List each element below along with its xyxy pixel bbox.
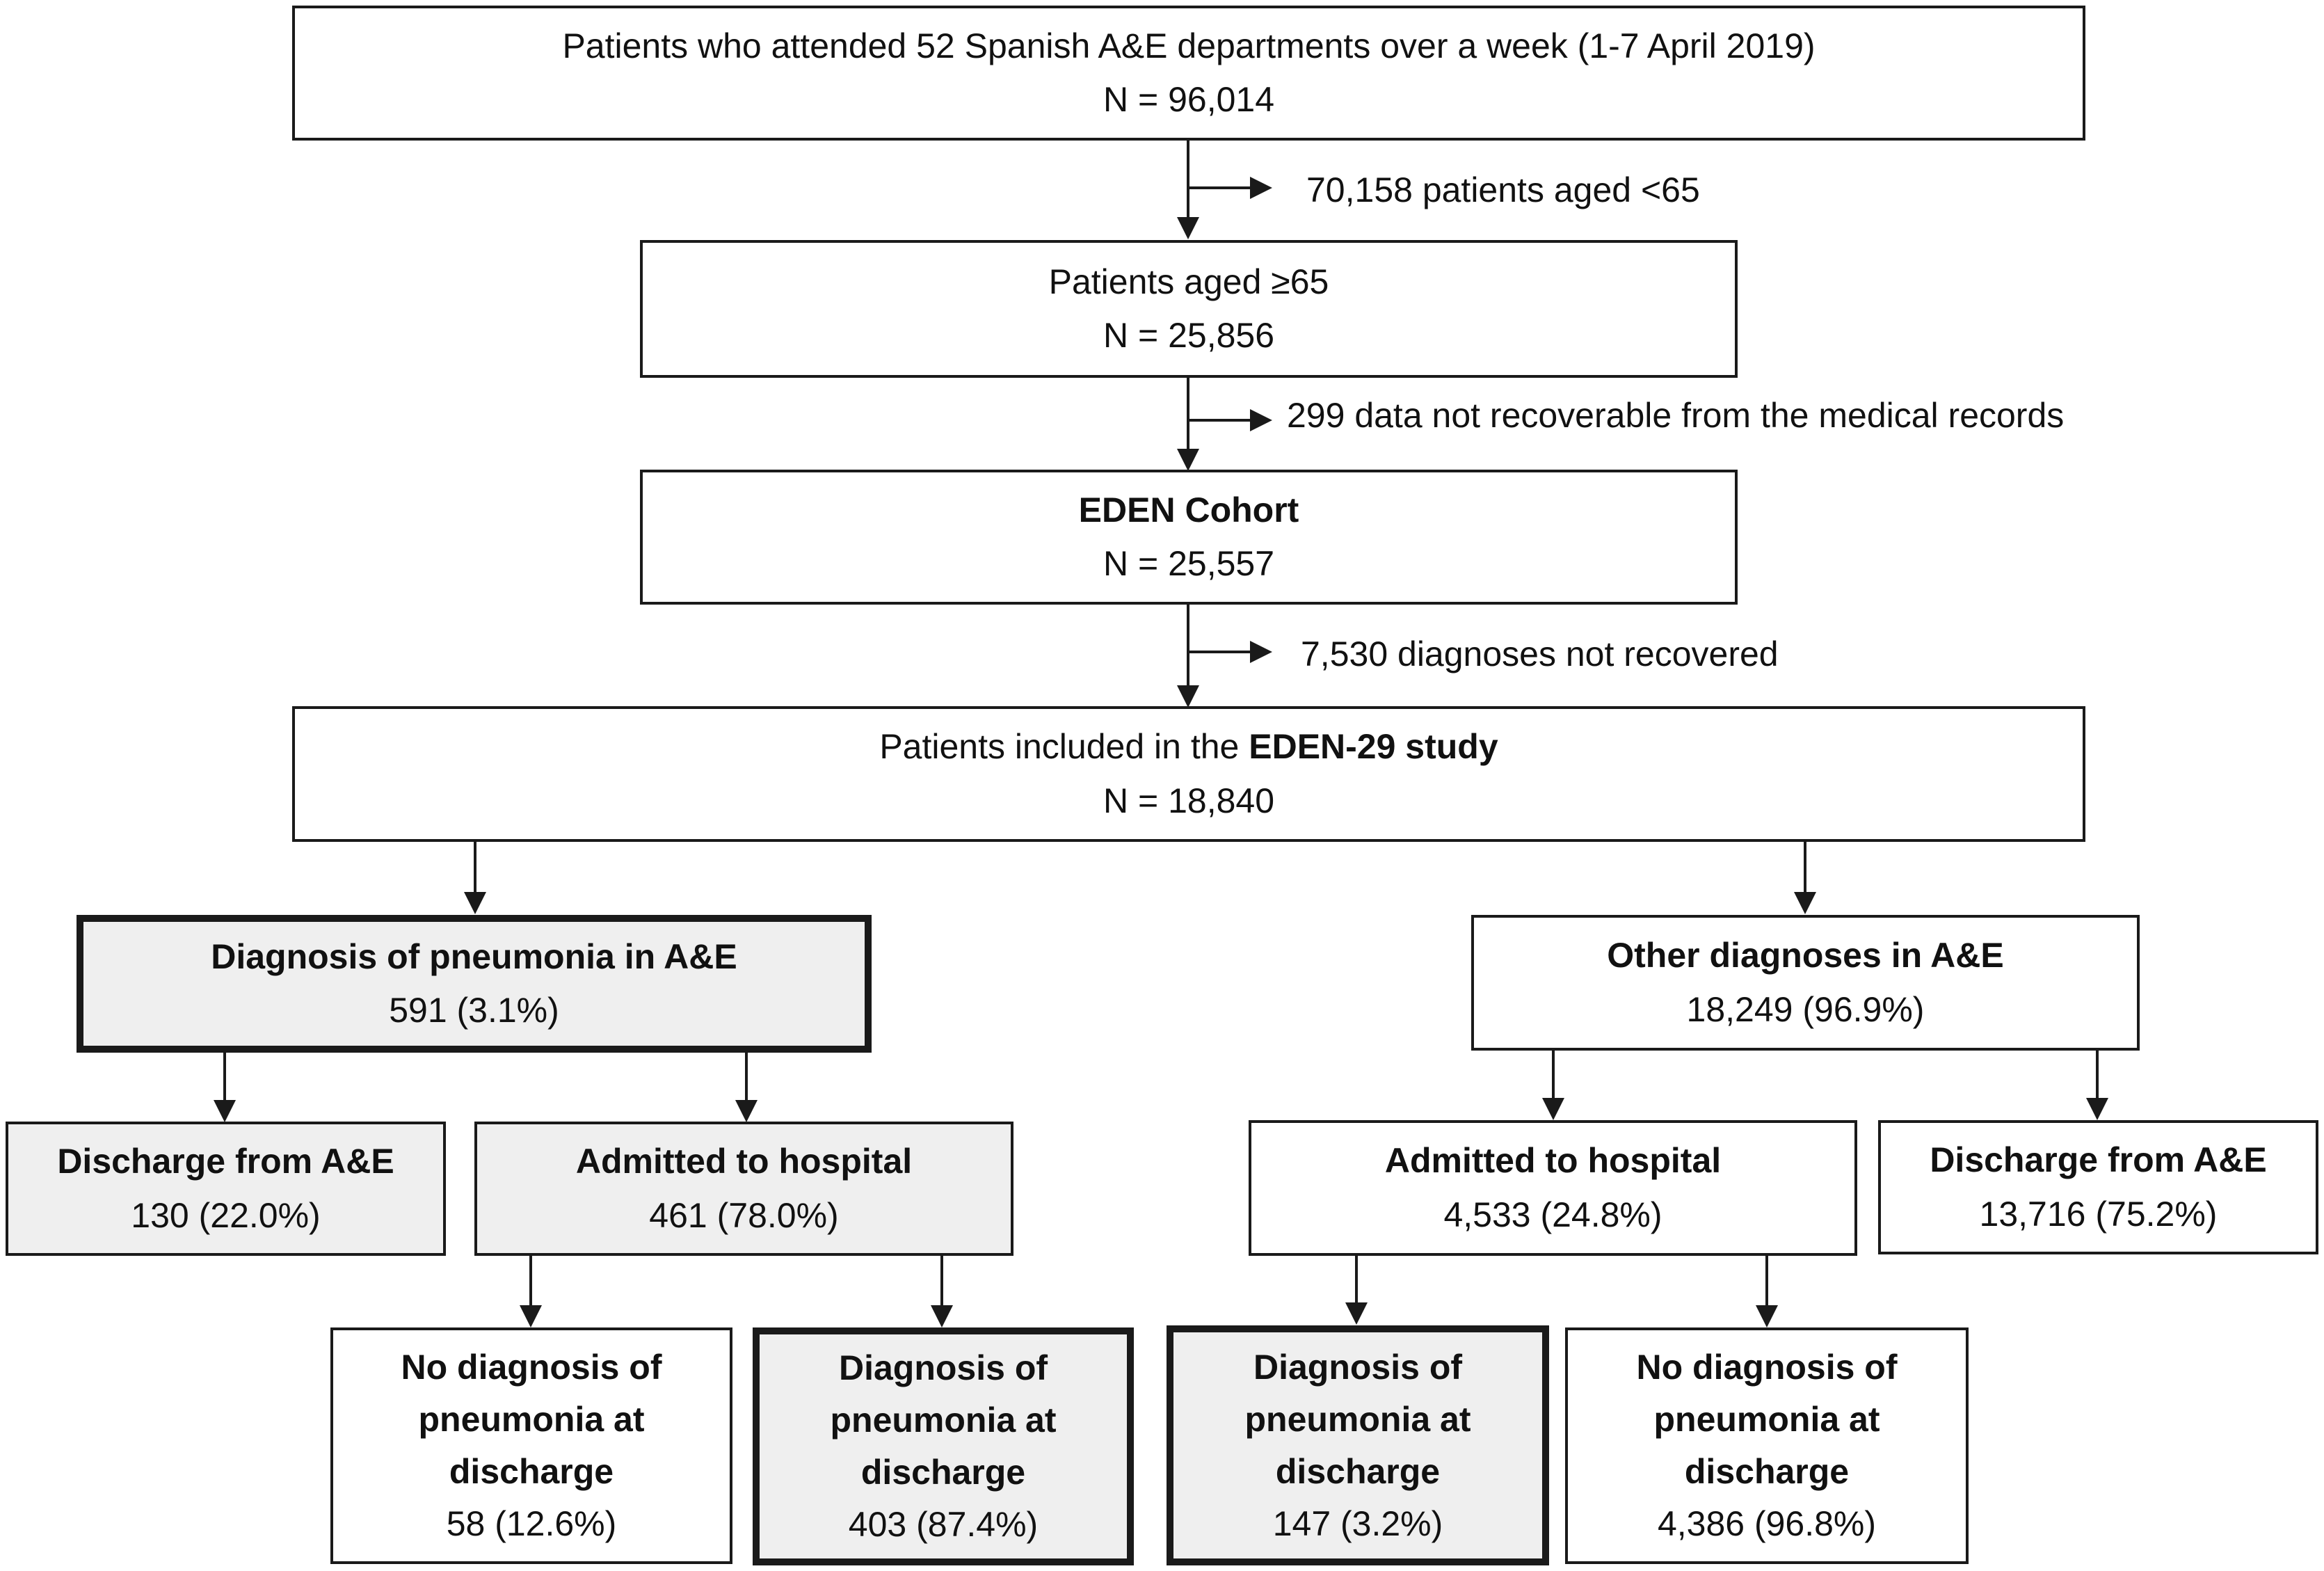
box-pn-admitted-label: Admitted to hospital [575,1142,913,1181]
box-other-diagnoses: Other diagnoses in A&E 18,249 (96.9%) [1471,915,2140,1051]
box-aged-65-plus-count: N = 25,856 [1103,316,1275,355]
box-eden-cohort: EDEN Cohort N = 25,557 [640,470,1738,605]
box-eden-cohort-label: EDEN Cohort [1078,490,1299,529]
ot-no-dx-line-1: No diagnosis of [1636,1348,1898,1387]
box-other-diagnoses-label: Other diagnoses in A&E [1607,936,2004,975]
pn-no-dx-line-1: No diagnosis of [401,1348,662,1387]
box-ot-admitted-count: 4,533 (24.8%) [1443,1195,1662,1234]
box-other-diagnoses-count: 18,249 (96.9%) [1686,989,1925,1029]
box-pn-no-dx-count: 58 (12.6%) [446,1504,617,1543]
box-aged-65-plus: Patients aged ≥65 N = 25,856 [640,240,1738,378]
box-pneumonia-ae: Diagnosis of pneumonia in A&E 591 (3.1%) [77,915,872,1053]
box-included-study-label: Patients included in the EDEN-29 study [879,720,1498,774]
box-pn-admitted-count: 461 (78.0%) [649,1195,839,1235]
box-all-attendees-label: Patients who attended 52 Spanish A&E dep… [562,26,1816,65]
box-ot-dx-discharge: Diagnosis of pneumonia at discharge 147 … [1167,1325,1549,1565]
box-ot-discharge-label: Discharge from A&E [1930,1140,2267,1179]
box-ot-discharge-count: 13,716 (75.2%) [1979,1194,2218,1234]
box-included-study: Patients included in the EDEN-29 study N… [292,706,2085,842]
box-pn-discharge-count: 130 (22.0%) [131,1195,321,1235]
box-pn-dx-discharge: Diagnosis of pneumonia at discharge 403 … [753,1327,1134,1565]
box-pn-discharge-label: Discharge from A&E [57,1142,394,1181]
pn-no-dx-line-2: pneumonia at [418,1400,645,1439]
pn-no-dx-line-3: discharge [449,1452,614,1491]
box-ot-discharge: Discharge from A&E 13,716 (75.2%) [1878,1120,2318,1254]
ot-no-dx-line-2: pneumonia at [1653,1400,1880,1439]
ot-dx-line-3: discharge [1275,1451,1441,1491]
box-ot-admitted: Admitted to hospital 4,533 (24.8%) [1249,1120,1857,1256]
box-pn-discharge: Discharge from A&E 130 (22.0%) [6,1122,446,1256]
box-pneumonia-ae-label: Diagnosis of pneumonia in A&E [211,936,737,976]
exclusion-diagnoses-not-recovered: 7,530 diagnoses not recovered [1301,635,1779,673]
ot-dx-line-1: Diagnosis of [1253,1347,1463,1387]
included-label-bold: EDEN-29 study [1249,727,1498,766]
box-pn-no-dx-discharge: No diagnosis of pneumonia at discharge 5… [330,1327,732,1564]
pn-dx-line-3: discharge [860,1453,1026,1492]
exclusion-under-65: 70,158 patients aged <65 [1306,170,1700,209]
box-all-attendees-count: N = 96,014 [1103,80,1275,119]
box-ot-no-dx-discharge: No diagnosis of pneumonia at discharge 4… [1565,1327,1969,1564]
box-aged-65-plus-label: Patients aged ≥65 [1048,262,1329,301]
pn-dx-line-2: pneumonia at [830,1401,1057,1440]
box-pn-admitted: Admitted to hospital 461 (78.0%) [474,1122,1013,1256]
box-included-study-count: N = 18,840 [1103,781,1275,820]
pn-dx-line-1: Diagnosis of [838,1348,1048,1387]
ot-dx-line-2: pneumonia at [1244,1399,1471,1439]
box-ot-no-dx-count: 4,386 (96.8%) [1657,1504,1877,1543]
box-pneumonia-ae-count: 591 (3.1%) [389,991,559,1030]
box-all-attendees: Patients who attended 52 Spanish A&E dep… [292,6,2085,141]
box-eden-cohort-count: N = 25,557 [1103,544,1275,583]
box-pn-dx-count: 403 (87.4%) [848,1505,1039,1544]
included-label-prefix: Patients included in the [879,727,1249,766]
exclusion-not-recoverable: 299 data not recoverable from the medica… [1287,396,2065,435]
box-ot-admitted-label: Admitted to hospital [1384,1141,1722,1180]
box-ot-dx-count: 147 (3.2%) [1272,1504,1443,1543]
ot-no-dx-line-3: discharge [1684,1452,1850,1491]
